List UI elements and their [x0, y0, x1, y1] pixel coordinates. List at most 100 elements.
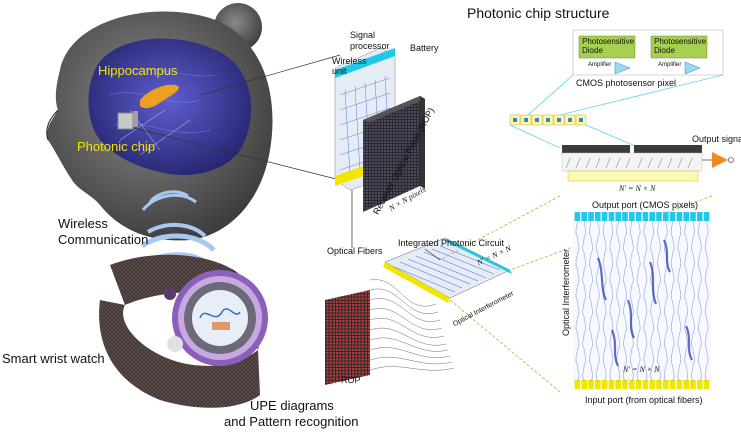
smart-watch [99, 254, 268, 408]
input-port-pad [669, 380, 676, 389]
input-port-pad [601, 380, 608, 389]
output-port-pad [588, 212, 594, 221]
input-port-pad [676, 380, 683, 389]
waveguide-path [623, 220, 627, 382]
waveguide-path [602, 220, 607, 382]
output-port-pad [608, 212, 615, 221]
output-port-pad [629, 212, 635, 221]
wireless-communication-label-line2: Communication [58, 232, 149, 247]
waveguide-path [684, 220, 688, 382]
waveguide-path [677, 220, 682, 382]
waveguide-path [704, 220, 709, 382]
input-port-pad [615, 380, 621, 389]
input-port-pad [608, 380, 615, 389]
input-port-pad [649, 380, 655, 389]
circuit-callout-line [424, 248, 441, 261]
waveguide-path [589, 220, 593, 382]
n-prime-label-cmos: N' = N × N [619, 184, 656, 193]
photosensitive-diode-label-1-line1: Photosensitive [582, 37, 635, 46]
smart-wrist-watch-label: Smart wrist watch [2, 351, 105, 366]
output-port-pad [676, 212, 683, 221]
rop-red-grid [325, 290, 370, 385]
circuit-yellow-edge [383, 262, 450, 303]
diagram-title: Photonic chip structure [467, 5, 610, 21]
output-port-pad [697, 212, 703, 221]
photonic-circuit-waveguides [391, 245, 501, 293]
photonic-chip-implant-side [133, 111, 138, 127]
waveguide-path [691, 220, 695, 382]
input-port-pad [622, 380, 628, 389]
n-prime-label-interferometer: N' = N × N [623, 365, 660, 374]
optical-fiber-bundle [369, 279, 455, 371]
waveguide-path [664, 220, 668, 382]
output-port-pad [595, 212, 601, 221]
circuit-cyan-edge [445, 238, 512, 274]
output-port-pad [615, 212, 621, 221]
photosensitive-diode-label-1-line2: Diode [582, 46, 603, 55]
cmos-pixel-detail [509, 29, 724, 149]
input-port-pad [697, 380, 703, 389]
output-port-pad [649, 212, 655, 221]
callout-line-bottom [133, 127, 341, 181]
input-port-pad [574, 380, 581, 389]
output-port-pad [683, 212, 689, 221]
photosensitive-diode-label-2-line2: Diode [654, 46, 675, 55]
waveguide-path [616, 220, 620, 382]
interferometer-panel [573, 212, 711, 389]
waveguide-path [643, 220, 648, 382]
waveguide-path [575, 220, 580, 382]
output-port-pad [690, 212, 696, 221]
output-port-label: Output port (CMOS pixels) [592, 200, 699, 210]
rop-short-label: ROP [341, 375, 361, 385]
callout-line-top [199, 54, 341, 96]
input-port-label: Input port (from optical fibers) [585, 395, 703, 405]
photonic-chip-implant [117, 112, 134, 130]
input-port-pad [588, 380, 594, 389]
output-port-pad [574, 212, 581, 221]
output-port-pad [642, 212, 649, 221]
output-port-pad [663, 212, 669, 221]
input-port-pad [595, 380, 601, 389]
input-port-pad [629, 380, 635, 389]
input-port-pad [581, 380, 587, 389]
photonic-chip-label: Photonic chip [77, 139, 156, 154]
input-port-pad [703, 380, 710, 389]
output-port-pad [703, 212, 710, 221]
upe-diagrams-label-line2: and Pattern recognition [224, 414, 359, 429]
optical-interferometer-label: Optical Interferometer [561, 248, 571, 336]
integrated-photonic-circuit-label: Integrated Photonic Circuit [398, 238, 505, 248]
brain [88, 38, 252, 176]
waveguide-path [636, 220, 641, 382]
waveguide-path [670, 220, 675, 382]
optical-fibers-label: Optical Fibers [327, 246, 383, 256]
input-port-pad [690, 380, 696, 389]
waveguide-path [582, 220, 586, 382]
wireless-unit-label-line2: unit [332, 66, 347, 76]
output-port-pad [656, 212, 662, 221]
input-port-pad [683, 380, 689, 389]
signal-processor-label-line2: processor [350, 41, 390, 51]
waveguide-path [698, 220, 702, 382]
waveguide-path [657, 220, 661, 382]
dashed-connector-top [439, 195, 561, 261]
cmos-photosensor-pixel-label: CMOS photosensor pixel [576, 78, 677, 88]
photosensitive-diode-label-2-line1: Photosensitive [654, 37, 707, 46]
waveguide-path [650, 220, 654, 382]
waveguide-path [609, 220, 614, 382]
wireless-communication-label-line1: Wireless [58, 216, 108, 231]
dashed-connector-bottom [449, 299, 561, 393]
waveguide-path [596, 220, 600, 382]
output-port-pad [622, 212, 628, 221]
input-port-pad [656, 380, 662, 389]
signal-processor-label-line1: Signal [350, 30, 376, 40]
input-port-pad [642, 380, 649, 389]
output-signal-label: Output signal [692, 134, 741, 144]
hippocampus-shape [140, 84, 179, 109]
input-port-pad [663, 380, 669, 389]
output-port-pad [635, 212, 642, 221]
wireless-unit-label-line1: Wireless [332, 56, 367, 66]
cmos-array [561, 145, 734, 182]
chip-assembly [334, 47, 425, 212]
